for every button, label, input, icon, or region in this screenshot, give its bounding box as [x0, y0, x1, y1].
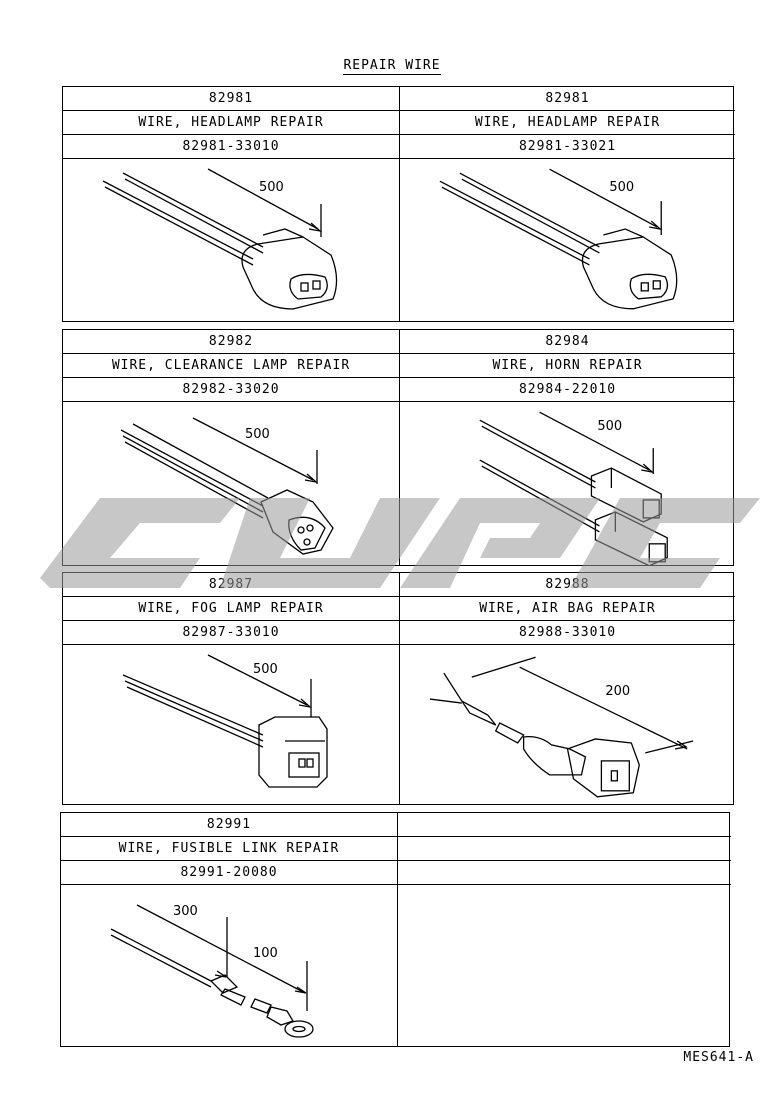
part-name: WIRE, HEADLAMP REPAIR: [400, 111, 735, 135]
part-name: WIRE, FUSIBLE LINK REPAIR: [61, 837, 397, 861]
part-number: 82981-33010: [63, 135, 399, 159]
repair-wire-block-2: 82982 WIRE, CLEARANCE LAMP REPAIR 82982-…: [62, 329, 735, 566]
part-name: WIRE, CLEARANCE LAMP REPAIR: [63, 354, 399, 378]
part-number: 82982-33020: [63, 378, 399, 402]
air-bag-connector-illustration: 200: [400, 645, 735, 804]
part-group: [398, 813, 731, 837]
part-number: 82981-33021: [400, 135, 735, 159]
repair-wire-block-4: 82991 WIRE, FUSIBLE LINK REPAIR 82991-20…: [60, 812, 731, 1047]
part-cell-82981-33010: 82981 WIRE, HEADLAMP REPAIR 82981-33010 …: [63, 87, 399, 321]
figure-code: MES641-A: [683, 1050, 754, 1065]
part-name: WIRE, HORN REPAIR: [400, 354, 735, 378]
svg-text:500: 500: [253, 662, 278, 677]
repair-wire-block-3: 82987 WIRE, FOG LAMP REPAIR 82987-33010 …: [62, 572, 735, 805]
empty-part-cell: [397, 813, 731, 1046]
part-number: 82987-33010: [63, 621, 399, 645]
svg-text:500: 500: [259, 180, 284, 195]
part-number: 82984-22010: [400, 378, 735, 402]
part-number: 82988-33010: [400, 621, 735, 645]
fog-lamp-connector-illustration: 500: [63, 645, 399, 804]
page-title: REPAIR WIRE: [343, 58, 441, 75]
part-group: 82991: [61, 813, 397, 837]
part-name: WIRE, FOG LAMP REPAIR: [63, 597, 399, 621]
clearance-lamp-connector-illustration: 500: [63, 402, 399, 565]
repair-wire-block-1: 82981 WIRE, HEADLAMP REPAIR 82981-33010 …: [62, 86, 735, 322]
headlamp-connector-illustration: 500: [400, 159, 735, 321]
svg-text:500: 500: [609, 180, 634, 195]
svg-text:500: 500: [597, 419, 622, 434]
part-cell-82984-22010: 82984 WIRE, HORN REPAIR 82984-22010 500: [399, 330, 735, 565]
part-name: [398, 837, 731, 861]
part-group: 82981: [63, 87, 399, 111]
part-cell-82988-33010: 82988 WIRE, AIR BAG REPAIR 82988-33010 2…: [399, 573, 735, 804]
svg-text:500: 500: [245, 427, 270, 442]
part-number: 82991-20080: [61, 861, 397, 885]
svg-text:300: 300: [173, 904, 198, 919]
svg-text:100: 100: [253, 946, 278, 961]
part-group: 82982: [63, 330, 399, 354]
part-group: 82987: [63, 573, 399, 597]
horn-terminals-illustration: 500: [400, 402, 735, 565]
part-name: WIRE, HEADLAMP REPAIR: [63, 111, 399, 135]
part-number: [398, 861, 731, 885]
part-group: 82981: [400, 87, 735, 111]
part-group: 82988: [400, 573, 735, 597]
part-cell-82991-20080: 82991 WIRE, FUSIBLE LINK REPAIR 82991-20…: [61, 813, 397, 1046]
headlamp-connector-illustration: 500: [63, 159, 399, 321]
svg-text:200: 200: [605, 684, 630, 699]
fusible-link-illustration: 300 100: [61, 885, 397, 1046]
part-cell-82981-33021: 82981 WIRE, HEADLAMP REPAIR 82981-33021 …: [399, 87, 735, 321]
part-cell-82982-33020: 82982 WIRE, CLEARANCE LAMP REPAIR 82982-…: [63, 330, 399, 565]
part-group: 82984: [400, 330, 735, 354]
part-cell-82987-33010: 82987 WIRE, FOG LAMP REPAIR 82987-33010 …: [63, 573, 399, 804]
part-name: WIRE, AIR BAG REPAIR: [400, 597, 735, 621]
